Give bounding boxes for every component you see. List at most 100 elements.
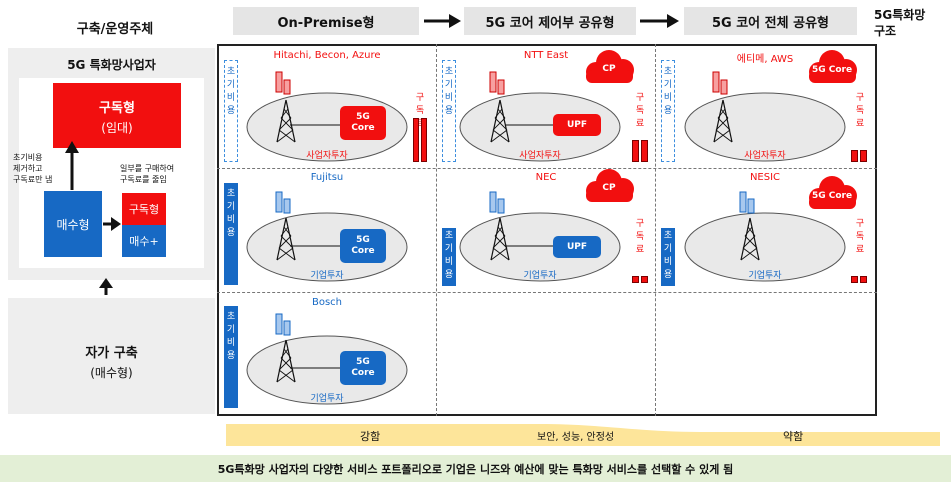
antenna-tower-icon xyxy=(739,191,760,261)
tag-char: 용 xyxy=(663,106,673,116)
tag-char: 기 xyxy=(226,325,236,335)
upf-box: UPF xyxy=(553,236,601,258)
initial-cost-tag: 초 기 비 용 xyxy=(224,306,238,408)
fee-bars xyxy=(632,276,648,283)
header-control-shared: 5G 코어 제어부 공유형 xyxy=(464,7,636,35)
note-line: 초기비용 xyxy=(13,153,43,162)
tag-char: 비 xyxy=(663,93,673,103)
cloud-label: CP xyxy=(602,183,616,193)
tag-char: 용 xyxy=(226,106,236,116)
subscription-type-box: 구독형 (임대) xyxy=(53,83,181,148)
site-ellipse xyxy=(684,212,846,282)
tag-char: 비 xyxy=(444,257,454,267)
header-full-shared-label: 5G 코어 전체 공유형 xyxy=(711,15,829,31)
cloud-label: CP xyxy=(602,64,616,74)
initial-cost-tag: 초 기 비 용 xyxy=(442,228,456,286)
antenna-tower-icon xyxy=(489,191,510,261)
fee-char: 구 xyxy=(855,93,865,103)
antenna-tower-icon xyxy=(489,71,510,143)
tag-char: 기 xyxy=(226,80,236,90)
grid-divider xyxy=(436,44,437,416)
tag-char: 기 xyxy=(663,244,673,254)
investment-label: 사업자투자 xyxy=(744,151,786,161)
fee-bar xyxy=(860,276,867,283)
tag-char: 기 xyxy=(444,244,454,254)
fee-char: 구 xyxy=(635,219,645,229)
header-full-shared: 5G 코어 전체 공유형 xyxy=(684,7,857,35)
fee-bar xyxy=(632,140,639,162)
grid-divider xyxy=(655,44,656,416)
fee-char: 독 xyxy=(855,232,865,242)
tag-char: 초 xyxy=(226,189,236,199)
header-on-premise: On-Premise형 xyxy=(233,7,419,35)
investment-label: 사업자투자 xyxy=(306,151,348,161)
mixed-purchase-label: 매수+ xyxy=(129,235,159,248)
tag-char: 초 xyxy=(663,67,673,77)
operator-panel-title: 5G 특화망사업자 xyxy=(67,58,156,72)
arrow-right-icon xyxy=(424,14,461,28)
core-box: 5G Core xyxy=(340,106,386,140)
tag-char: 기 xyxy=(444,80,454,90)
initial-cost-tag: 초 기 비 용 xyxy=(224,183,238,285)
investment-label: 기업투자 xyxy=(310,394,344,404)
core-box: 5G Core xyxy=(340,351,386,385)
tag-char: 비 xyxy=(226,215,236,225)
provider-label: Fujitsu xyxy=(310,172,344,183)
fee-char: 료 xyxy=(855,245,865,255)
fee-bar xyxy=(860,150,867,162)
arrow-right-icon xyxy=(640,14,679,28)
subscription-fee-label: 구 독 료 xyxy=(849,92,871,131)
mixed-purchase-box: 매수+ xyxy=(122,225,166,257)
purchase-type-label: 매수형 xyxy=(56,217,90,232)
core-line: Core xyxy=(351,123,375,133)
grid-divider xyxy=(217,292,877,293)
tag-char: 초 xyxy=(663,231,673,241)
tag-char: 용 xyxy=(444,270,454,280)
fee-char: 료 xyxy=(635,119,645,129)
fee-bars xyxy=(851,150,867,162)
fee-char: 구 xyxy=(635,93,645,103)
cloud-label: 5G Core xyxy=(811,65,853,75)
fee-char: 료 xyxy=(415,119,425,129)
core-box: 5G Core xyxy=(340,229,386,263)
self-build-panel: 자가 구축 (매수형) xyxy=(8,298,215,414)
tag-char: 초 xyxy=(444,231,454,241)
tag-char: 기 xyxy=(663,80,673,90)
fee-bar xyxy=(632,276,639,283)
grid-divider xyxy=(217,168,877,169)
fee-char: 료 xyxy=(635,245,645,255)
subscription-fee-label: 구 독 료 xyxy=(629,218,651,257)
fee-bars xyxy=(632,140,648,162)
tag-char: 용 xyxy=(226,351,236,361)
antenna-tower-icon xyxy=(275,313,296,383)
mixed-subscription-box: 구독형 xyxy=(122,193,166,225)
subscription-type-label: 구독형 xyxy=(99,101,135,116)
core-line: UPF xyxy=(566,241,588,252)
strength-strong-label: 강함 xyxy=(360,430,381,443)
fee-bar xyxy=(421,118,427,162)
self-build-title: 자가 구축 xyxy=(85,346,138,361)
fee-bars xyxy=(413,118,427,162)
fee-char: 독 xyxy=(635,106,645,116)
left-arrows xyxy=(65,141,121,295)
tag-char: 초 xyxy=(444,67,454,77)
subscription-fee-label: 구 독 료 xyxy=(629,92,651,131)
note-line: 구독료를 줄임 xyxy=(120,175,167,184)
tag-char: 기 xyxy=(226,202,236,212)
left-column-title: 구축/운영주체 xyxy=(76,22,154,37)
tag-char: 용 xyxy=(663,270,673,280)
fee-bar xyxy=(413,118,419,162)
summary-text: 5G특화망 사업자의 다양한 서비스 포트폴리오로 기업은 니즈와 예산에 맞는… xyxy=(217,462,734,476)
investment-label: 기업투자 xyxy=(310,271,344,281)
fee-char: 독 xyxy=(415,106,425,116)
fee-char: 구 xyxy=(415,93,425,103)
fee-char: 구 xyxy=(855,219,865,229)
summary-banner: 5G특화망 사업자의 다양한 서비스 포트폴리오로 기업은 니즈와 예산에 맞는… xyxy=(0,455,951,482)
header-arrows xyxy=(424,14,679,28)
fee-bar xyxy=(851,276,858,283)
tag-char: 초 xyxy=(226,312,236,322)
fee-char: 료 xyxy=(855,119,865,129)
tag-char: 초 xyxy=(226,67,236,77)
purchase-type-box: 매수형 xyxy=(44,191,102,257)
